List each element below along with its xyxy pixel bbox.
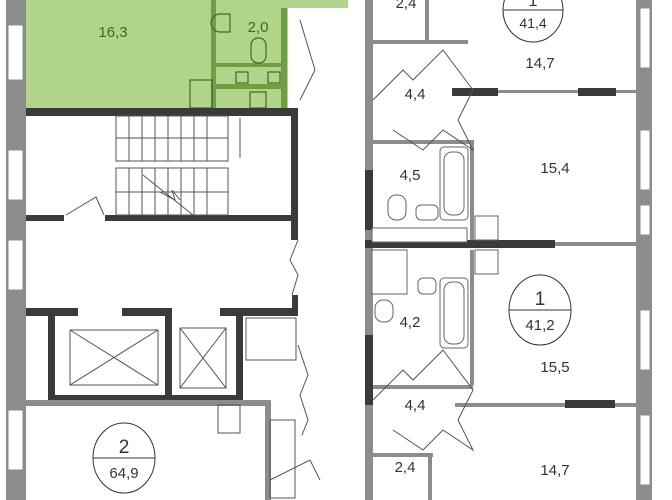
svg-text:1: 1 — [535, 289, 546, 310]
room-area-bedroom-top: 14,7 — [525, 55, 554, 72]
room-area-bath-top: 4,5 — [400, 167, 421, 184]
room-area-living-top: 15,4 — [540, 160, 569, 177]
bathroom-fixtures — [371, 146, 499, 349]
room-area-living-mid: 15,5 — [540, 359, 569, 376]
room-area-living-selected: 16,3 — [98, 24, 127, 41]
selected-apartment[interactable] — [26, 0, 348, 109]
room-area-hall-top: 4,4 — [405, 86, 426, 103]
stairs — [115, 115, 241, 216]
elevator-1 — [69, 329, 159, 386]
svg-text:64,9: 64,9 — [109, 465, 138, 482]
room-area-bath-selected: 2,0 — [248, 19, 269, 36]
apartment-badge-1b[interactable]: 1 41,2 — [508, 274, 572, 346]
svg-text:41,4: 41,4 — [519, 15, 546, 31]
room-area-hall-mid: 4,4 — [405, 397, 426, 414]
apartment-badge-2[interactable]: 2 64,9 — [92, 422, 156, 494]
apartment-badge-1a[interactable]: 1 41,4 — [502, 0, 564, 43]
elevator-2 — [179, 327, 227, 389]
room-area-storage-bottom: 2,4 — [395, 459, 416, 476]
room-area-bedroom-bottom: 14,7 — [540, 462, 569, 479]
svg-text:1: 1 — [529, 0, 538, 10]
svg-text:41,2: 41,2 — [525, 317, 554, 334]
room-area-storage-top: 2,4 — [396, 0, 417, 12]
svg-text:2: 2 — [119, 437, 130, 458]
right-exterior-wall — [636, 0, 652, 500]
room-area-bath-mid: 4,2 — [400, 314, 421, 331]
